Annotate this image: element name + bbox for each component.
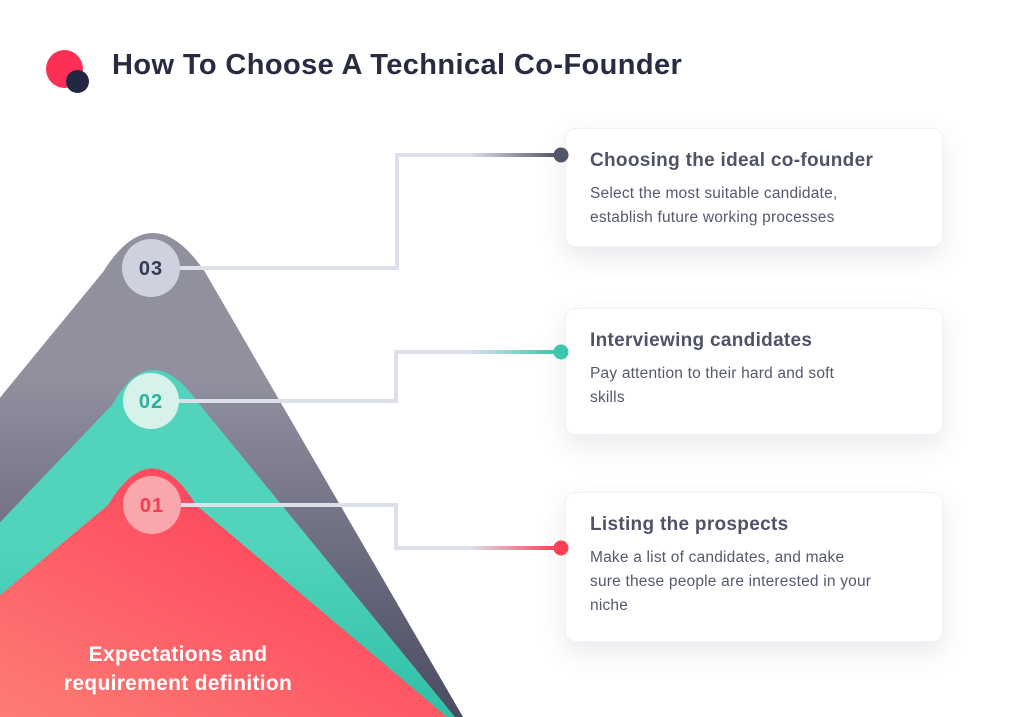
connector-line-step-01 bbox=[181, 503, 556, 550]
badge-number-03: 03 bbox=[139, 258, 163, 280]
step-card-title: Listing the prospects bbox=[590, 514, 789, 535]
page-title: How To Choose A Technical Co-Founder bbox=[112, 49, 683, 81]
badge-number-02: 02 bbox=[139, 391, 163, 413]
logo-dot-dark-icon bbox=[66, 70, 89, 93]
badge-circle-01 bbox=[123, 476, 181, 534]
step-card-interviewing: Interviewing candidates Pay attention to… bbox=[565, 308, 943, 435]
step-card-listing: Listing the prospects Make a list of can… bbox=[565, 492, 943, 642]
connector-line-step-02 bbox=[179, 350, 556, 403]
step-card-title: Choosing the ideal co-founder bbox=[590, 150, 874, 171]
connector-line-step-03 bbox=[180, 153, 556, 270]
step-card-description: Select the most suitable candidate, esta… bbox=[590, 185, 838, 226]
step-card-description: Pay attention to their hard and soft ski… bbox=[590, 365, 835, 406]
step-card-description: Make a list of candidates, and make sure… bbox=[590, 549, 872, 614]
badge-circle-03 bbox=[122, 239, 180, 297]
step-card-choosing: Choosing the ideal co-founder Select the… bbox=[565, 128, 943, 247]
pyramid-base-label: Expectations and requirement definition bbox=[63, 643, 293, 695]
badge-circle-02 bbox=[123, 373, 179, 429]
badge-number-01: 01 bbox=[140, 495, 164, 517]
step-card-title: Interviewing candidates bbox=[590, 330, 813, 351]
